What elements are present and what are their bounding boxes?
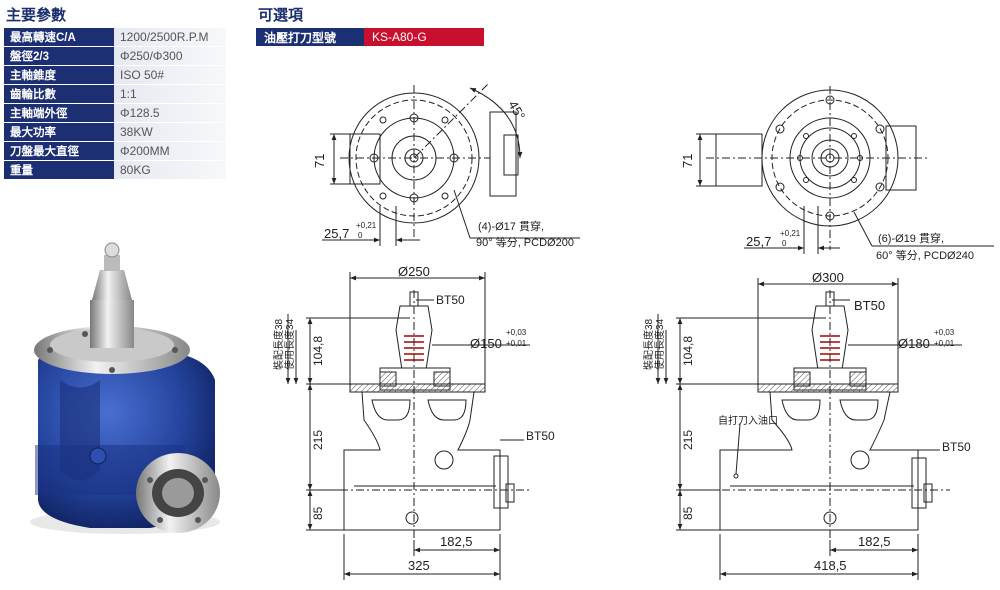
- left-dia-pilot: Ø150: [470, 336, 502, 351]
- spec-label: 重量: [4, 160, 114, 180]
- option-value: KS-A80-G: [364, 28, 484, 46]
- specs-heading: 主要參數: [6, 7, 67, 24]
- left-len-use: 使用長度34: [283, 318, 296, 370]
- right-top-view: [696, 86, 994, 254]
- spec-label: 最大功率: [4, 122, 114, 142]
- right-tol-25-7-up: +0,21: [780, 229, 801, 238]
- right-tol-25-7-low: 0: [782, 239, 787, 248]
- option-label: 油壓打刀型號: [256, 28, 364, 46]
- left-tol-25-7-low: 0: [358, 231, 363, 240]
- right-dim-104-8: 104,8: [681, 336, 695, 366]
- right-oil-note: 自打刀入油口: [718, 414, 778, 427]
- left-dim-85: 85: [311, 506, 325, 520]
- spec-value: ISO 50#: [114, 65, 226, 85]
- spec-value: 1200/2500R.P.M: [114, 28, 226, 47]
- left-dim-182-5: 182,5: [440, 534, 473, 549]
- options-heading: 可選項: [258, 7, 304, 24]
- spec-value: 1:1: [114, 84, 226, 104]
- spec-label: 盤徑2/3: [4, 46, 114, 66]
- left-hole-note-1: (4)-Ø17 貫穿,: [478, 219, 544, 233]
- right-dia-top: Ø300: [812, 270, 844, 285]
- right-dim-182-5: 182,5: [858, 534, 891, 549]
- spec-label: 最高轉速C/A: [4, 28, 114, 47]
- left-top-view: [322, 83, 580, 246]
- spec-value: Φ250/Φ300: [114, 46, 226, 66]
- spec-value: Φ200MM: [114, 141, 226, 161]
- left-tol-25-7-up: +0,21: [356, 221, 377, 230]
- left-hole-note-2: 90° 等分, PCDØ200: [476, 235, 574, 249]
- spec-value: Φ128.5: [114, 103, 226, 123]
- left-len-assembly: 裝配長度38: [272, 318, 285, 370]
- right-bt-side: BT50: [942, 440, 971, 454]
- left-tol-pilot-low: +0,01: [506, 339, 527, 348]
- left-front-view: [285, 272, 530, 580]
- left-dim-215: 215: [311, 430, 325, 450]
- right-len-assembly: 裝配長度38: [642, 318, 655, 370]
- angle-head-photo: [30, 242, 220, 534]
- left-dim-total: 325: [408, 558, 430, 573]
- left-dim-25-7: 25,7: [324, 226, 349, 241]
- right-dim-25-7: 25,7: [746, 234, 771, 249]
- right-tol-pilot-up: +0,03: [934, 328, 955, 337]
- left-dim-104-8: 104,8: [311, 336, 325, 366]
- right-dim-71: 71: [680, 154, 695, 168]
- right-dim-85: 85: [681, 506, 695, 520]
- spec-label: 刀盤最大直徑: [4, 141, 114, 161]
- right-bt-top: BT50: [854, 298, 885, 313]
- spec-value: 80KG: [114, 160, 226, 180]
- spec-label: 主軸端外徑: [4, 103, 114, 123]
- right-tol-pilot-low: +0,01: [934, 339, 955, 348]
- right-dim-215: 215: [681, 430, 695, 450]
- left-dim-71: 71: [312, 154, 327, 168]
- left-bt-side: BT50: [526, 429, 555, 443]
- left-dia-top: Ø250: [398, 264, 430, 279]
- right-len-use: 使用長度34: [653, 318, 666, 370]
- right-hole-note-2: 60° 等分, PCDØ240: [876, 248, 974, 262]
- left-bt-top: BT50: [436, 293, 465, 307]
- spec-value: 38KW: [114, 122, 226, 142]
- spec-label: 主軸錐度: [4, 65, 114, 85]
- right-hole-note-1: (6)-Ø19 貫穿,: [878, 231, 944, 245]
- right-front-view: [655, 278, 962, 580]
- left-tol-pilot-up: +0,03: [506, 328, 527, 337]
- spec-label: 齒輪比數: [4, 84, 114, 104]
- right-dim-total: 418,5: [814, 558, 847, 573]
- right-dia-pilot: Ø180: [898, 336, 930, 351]
